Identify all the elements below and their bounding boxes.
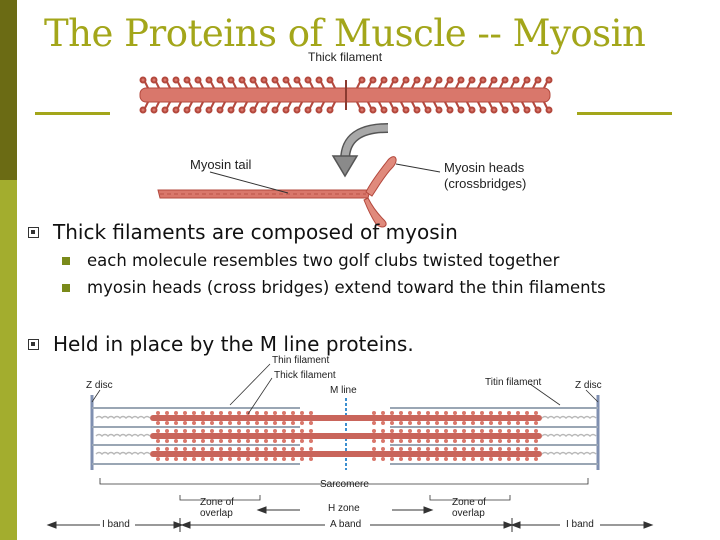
h-zone-label: H zone (328, 503, 360, 514)
i-band-right-label: I band (566, 519, 594, 530)
side-accent-bar-bottom (0, 180, 17, 540)
i-band-left-label: I band (102, 519, 130, 530)
myosin-molecule-illustration (157, 156, 397, 228)
sub-bullet-text: myosin heads (cross bridges) extend towa… (87, 278, 606, 297)
z-disc-right-label: Z disc (575, 380, 602, 391)
sarcomere-illustration (90, 395, 600, 470)
myosin-tail-label: Myosin tail (190, 157, 252, 172)
myosin-heads-label: Myosin heads (crossbridges) (444, 160, 527, 191)
bullet-text: Thick filaments are composed of myosin (53, 220, 458, 244)
sub-bullet-text: each molecule resembles two golf clubs t… (87, 251, 560, 270)
title-rule-right (577, 112, 672, 115)
thin-filament-label: Thin filament (272, 355, 330, 366)
sub-bullet-marker-icon (62, 257, 70, 265)
sarcomere-label: Sarcomere (320, 479, 369, 490)
bullet-marker-icon (28, 227, 39, 238)
myosin-tail-leader-line (209, 171, 289, 194)
slide-title: The Proteins of Muscle -- Myosin (44, 12, 646, 55)
side-accent-bar-top (0, 0, 17, 180)
sarcomere-leader-lines (91, 363, 599, 501)
title-rule-left (35, 112, 110, 115)
a-band-label: A band (330, 519, 362, 530)
m-line-label: M line (330, 385, 357, 396)
thick-filament-label: Thick filament (306, 50, 385, 64)
zone-of-overlap-left-label: Zone of overlap (200, 497, 234, 519)
thick-filament-sarcomere-label: Thick filament (274, 370, 336, 381)
titin-filament-label: Titin filament (485, 377, 542, 388)
myosin-heads-leader-line (395, 163, 441, 173)
curved-arrow-icon (331, 123, 389, 178)
sub-bullet-marker-icon (62, 284, 70, 292)
thick-filament-illustration (139, 76, 553, 114)
band-arrows (46, 506, 654, 532)
bullet-text: Held in place by the M line proteins. (53, 332, 414, 356)
z-disc-left-label: Z disc (86, 380, 113, 391)
zone-of-overlap-right-label: Zone of overlap (452, 497, 486, 519)
bullet-marker-icon (28, 339, 39, 350)
